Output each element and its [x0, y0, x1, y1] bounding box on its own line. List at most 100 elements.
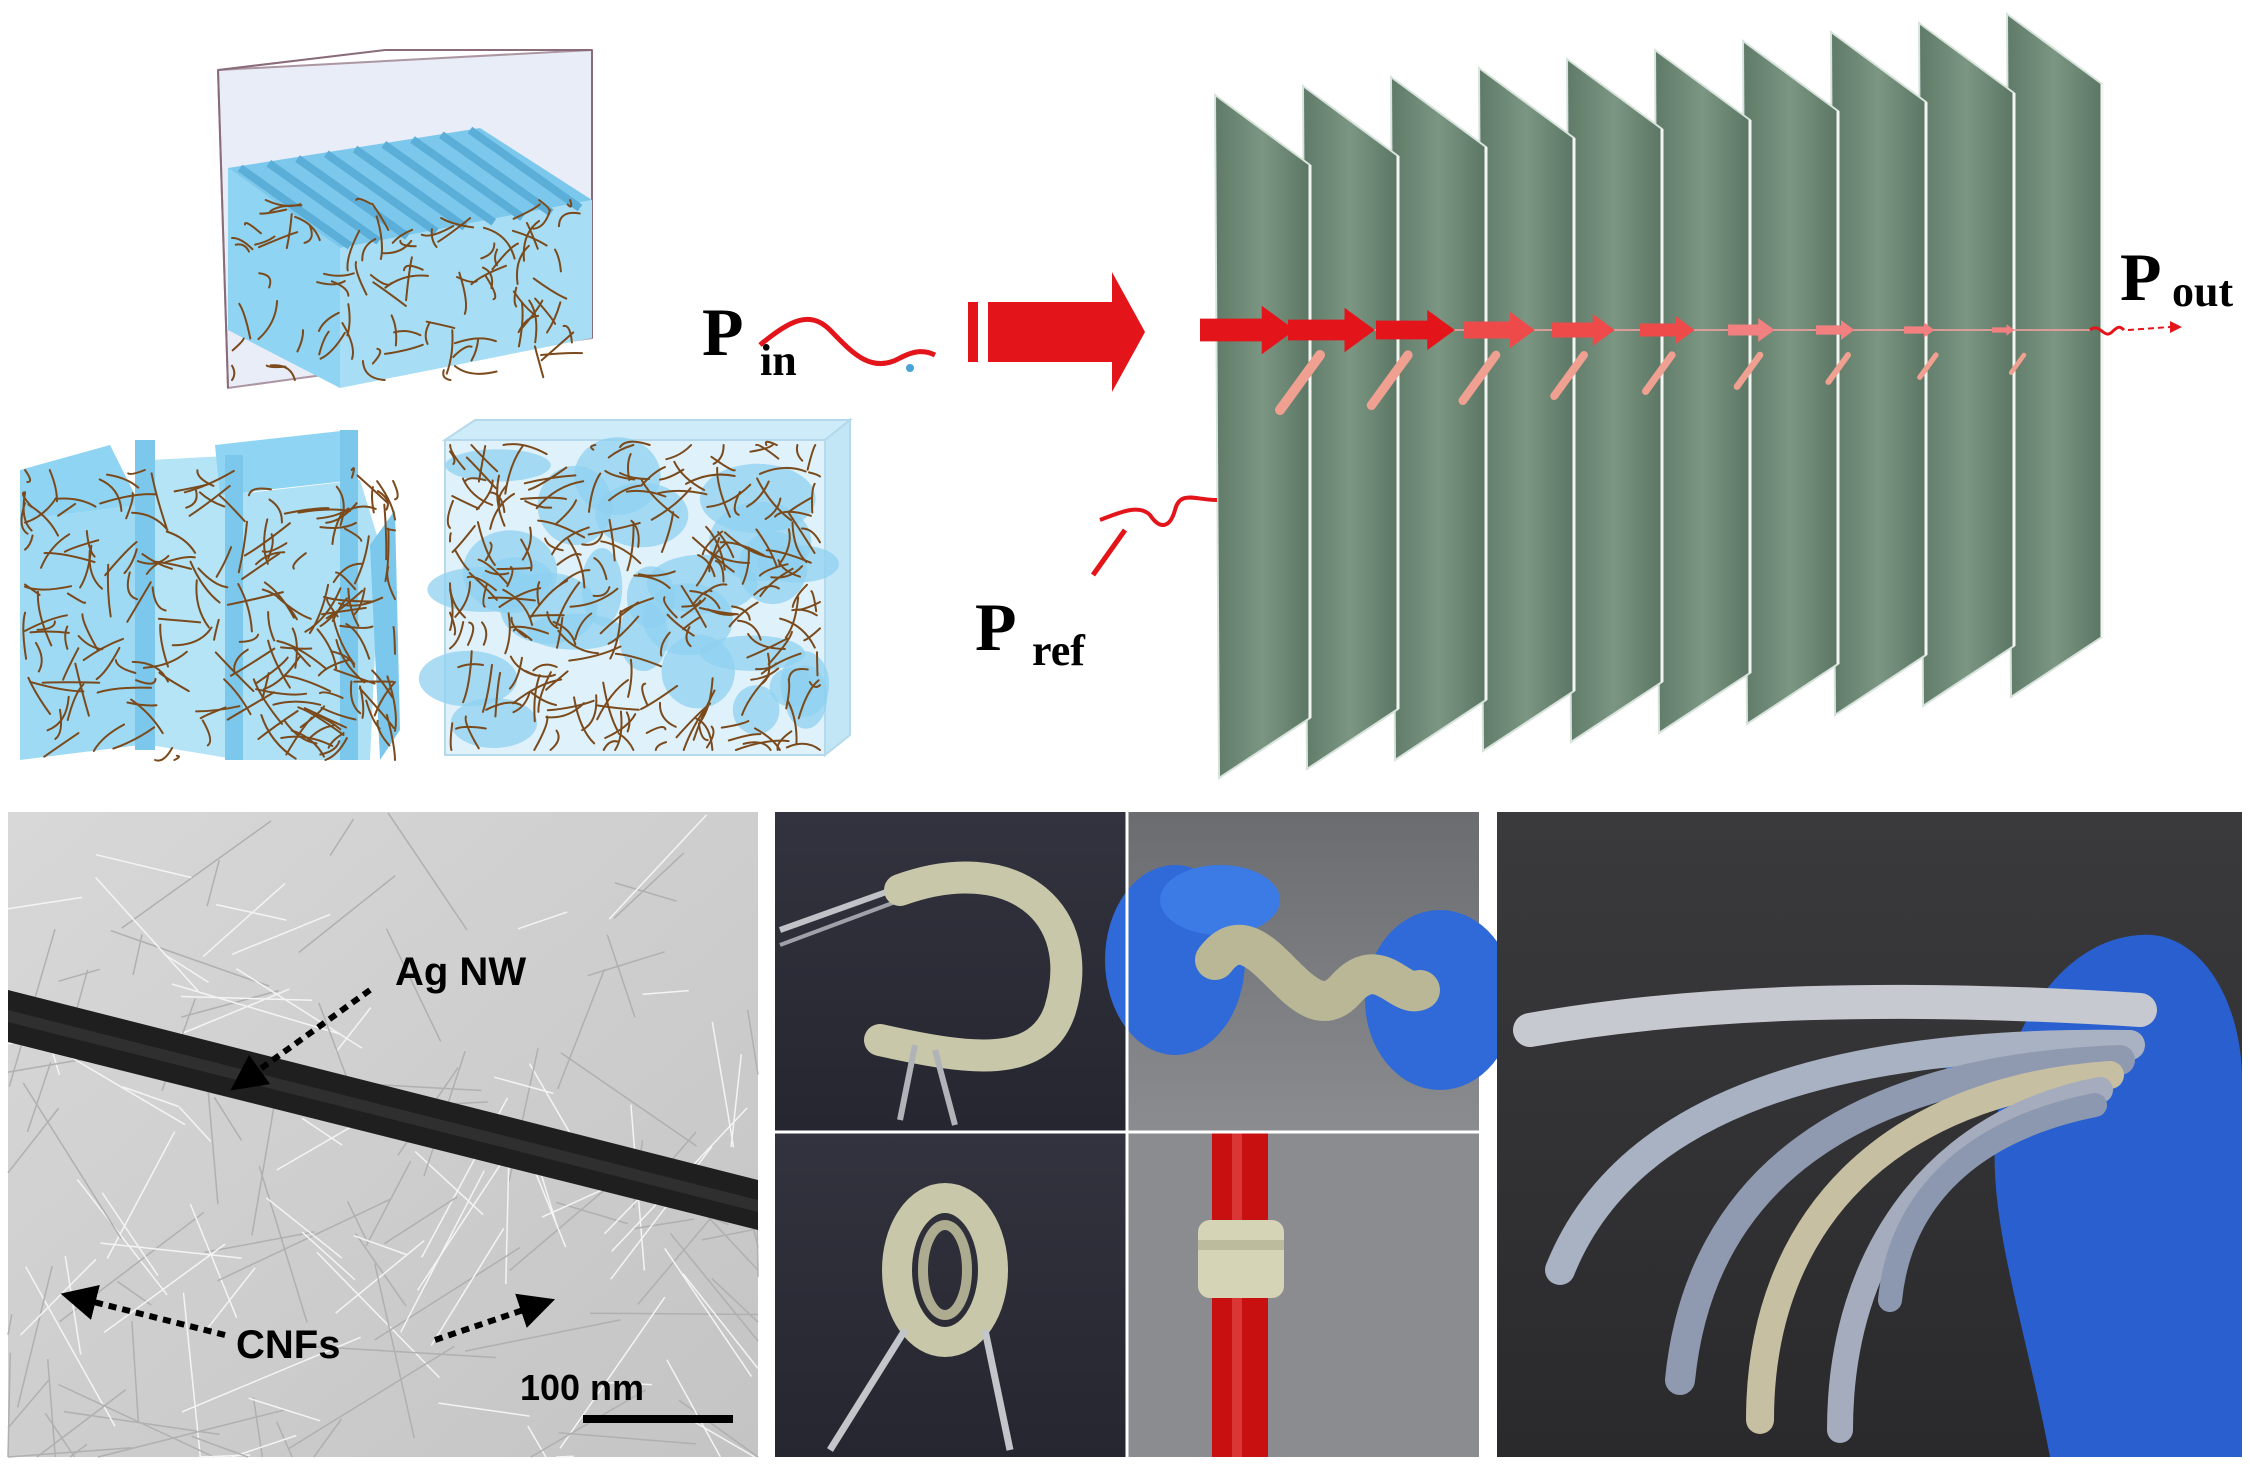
fiber — [324, 737, 348, 761]
fiber — [588, 472, 602, 513]
fiber — [261, 672, 270, 701]
fiber — [318, 330, 330, 356]
cnf-fiber — [746, 1009, 759, 1075]
fiber — [425, 320, 456, 330]
fiber — [470, 444, 499, 473]
fiber — [349, 680, 362, 715]
fiber — [237, 583, 253, 633]
fiber — [392, 626, 396, 655]
fiber — [666, 613, 695, 637]
fiber — [537, 519, 586, 539]
fiber — [521, 526, 532, 561]
attenuated-arrow — [1816, 320, 1855, 340]
fiber — [125, 492, 134, 520]
lamella — [381, 140, 497, 226]
fiber — [106, 473, 140, 489]
cnf-fiber — [258, 1165, 308, 1323]
fiber — [645, 726, 667, 734]
fiber — [593, 557, 608, 581]
fiber — [533, 345, 545, 379]
cnf-fiber — [19, 1258, 97, 1336]
lamella — [237, 164, 353, 250]
cnf-fiber — [181, 1336, 361, 1413]
fiber — [376, 490, 389, 511]
fiber — [754, 727, 781, 751]
fiber — [697, 554, 716, 578]
fiber — [637, 570, 676, 577]
cnf-fiber — [36, 1389, 127, 1458]
cnf-fiber — [666, 1359, 722, 1458]
fiber — [383, 343, 424, 355]
cnf-fiber — [373, 1263, 415, 1439]
cnf-fiber — [587, 951, 665, 977]
fiber — [163, 556, 196, 564]
flexibility-photo-grid — [775, 812, 1515, 1457]
fiber — [335, 639, 366, 684]
fiber — [40, 533, 71, 569]
fiber — [746, 480, 770, 508]
fiber — [24, 469, 32, 483]
fiber — [654, 741, 668, 751]
fiber — [383, 503, 388, 561]
cnf-fiber — [558, 1432, 696, 1445]
fiber — [491, 242, 519, 271]
fiber — [391, 228, 414, 244]
cnf-fiber — [204, 1231, 315, 1254]
fiber — [746, 637, 789, 659]
attenuating-wave-beam — [1200, 305, 2090, 415]
fiber — [272, 700, 322, 706]
fiber — [189, 560, 221, 604]
cnf-fiber — [7, 896, 83, 910]
fiber — [546, 611, 559, 630]
fiber — [325, 502, 358, 524]
fiber — [695, 537, 721, 587]
fiber — [496, 474, 506, 527]
fiber — [556, 553, 582, 566]
fiber — [512, 203, 541, 220]
cnf-fiber — [637, 1206, 722, 1305]
cnf-fiber — [438, 1402, 530, 1417]
shield-layer — [1213, 93, 1312, 780]
fiber — [528, 299, 538, 344]
fiber — [386, 675, 397, 732]
fiber — [803, 627, 821, 642]
fiber — [625, 489, 667, 498]
fiber — [384, 274, 429, 289]
fiber — [464, 477, 487, 482]
cnf-fiber — [180, 995, 313, 1002]
fiber — [355, 197, 372, 205]
cnf-fiber — [182, 1292, 202, 1458]
fiber — [532, 277, 568, 300]
cnf-fiber — [7, 1314, 13, 1335]
fiber — [254, 656, 289, 685]
fiber — [130, 698, 164, 735]
fiber — [741, 546, 750, 585]
fiber — [215, 546, 233, 578]
fiber — [509, 655, 537, 677]
fiber — [468, 571, 498, 601]
cnf-fiber — [335, 1240, 425, 1314]
fiber — [188, 485, 231, 517]
cnf-fiber — [58, 968, 101, 982]
cnf-fiber — [301, 1117, 343, 1146]
cnf-fiber — [97, 1408, 286, 1458]
fiber — [159, 623, 169, 668]
cnf-fiber — [559, 1296, 666, 1449]
fiber — [353, 587, 366, 616]
fiber — [267, 639, 291, 689]
fiber — [66, 592, 86, 604]
fiber — [554, 248, 562, 273]
fiber — [540, 351, 583, 356]
cnf-fiber — [202, 882, 286, 958]
fiber — [268, 498, 283, 524]
fiber — [430, 228, 438, 248]
fiber — [482, 583, 488, 608]
fiber — [574, 612, 593, 641]
fiber — [106, 563, 112, 618]
fiber — [296, 329, 305, 353]
fiber — [797, 679, 820, 720]
cnf-fiber — [354, 1233, 407, 1307]
fiber — [581, 532, 604, 546]
fiber — [318, 691, 344, 699]
